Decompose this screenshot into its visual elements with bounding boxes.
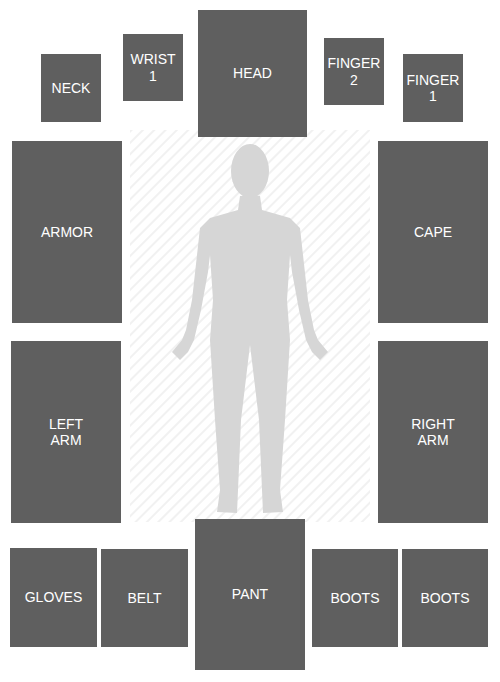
equipment-slot: ARMOR [12,141,122,323]
slot-label: RIGHT ARM [403,416,463,448]
slot-label: ARMOR [41,224,93,240]
slot-label: NECK [52,80,91,96]
striped-ground [130,130,370,522]
slot-label: FINGER 2 [327,55,381,87]
slot-label: BOOTS [420,590,469,606]
equipment-slot: BELT [101,549,188,647]
equipment-slot: PANT [195,519,305,670]
slot-label: GLOVES [25,589,83,605]
equipment-slot: CAPE [378,141,488,323]
equipment-slot: GLOVES [10,548,97,647]
equipment-slot: HEAD [198,10,307,137]
equipment-slot: NECK [41,54,101,122]
equipment-slot: WRIST 1 [123,34,183,101]
silhouette-body [172,196,328,513]
slot-label: FINGER 1 [406,72,460,104]
equipment-slot: FINGER 2 [324,38,384,105]
slot-label: PANT [232,586,268,602]
slot-label: BELT [128,590,162,606]
slot-label: CAPE [414,224,452,240]
slot-label: HEAD [233,65,272,81]
slot-label: WRIST 1 [128,51,178,83]
silhouette-head [231,144,269,198]
slot-label: BOOTS [330,590,379,606]
equipment-slot: BOOTS [312,549,398,647]
equipment-slot: LEFT ARM [11,341,121,523]
equipment-slot: BOOTS [402,549,488,647]
slot-label: LEFT ARM [36,416,96,448]
equipment-slot: RIGHT ARM [378,341,488,523]
equipment-slot: FINGER 1 [403,54,463,122]
